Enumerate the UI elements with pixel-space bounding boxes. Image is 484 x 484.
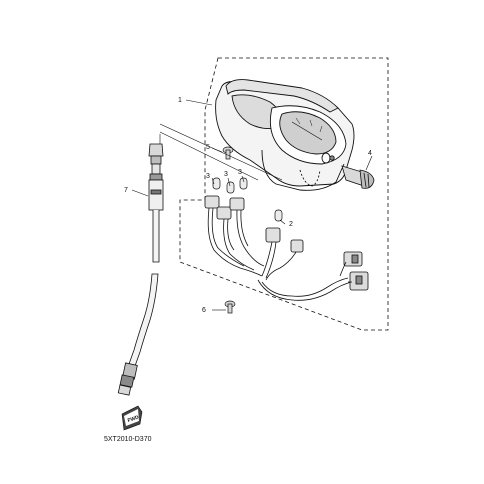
wire-harness [204,195,369,301]
callout-4: 4 [368,150,372,157]
callout-3-right: 3 [238,169,242,176]
speedometer-cable-part-7 [117,143,164,396]
callout-2: 2 [289,221,293,228]
assembly-outline [179,57,389,331]
bulb-part-2 [274,209,283,222]
screw-part-5 [222,146,234,160]
callout-3-left: 3 [206,173,210,180]
reset-knob-part [341,165,375,189]
bulbs-part-3 [212,177,248,194]
meter-assembly [215,79,355,191]
callout-3-middle: 3 [224,171,228,178]
callout-6: 6 [202,307,206,314]
fwd-label: FWD [127,414,140,424]
diagram-code: 5XT2010-D370 [104,436,152,443]
callout-5: 5 [206,144,210,151]
screw-part-6 [224,300,236,314]
leader-lines [131,99,373,311]
callout-1: 1 [178,97,182,104]
fwd-arrow-icon: FWD [121,405,143,431]
callout-7: 7 [124,187,128,194]
